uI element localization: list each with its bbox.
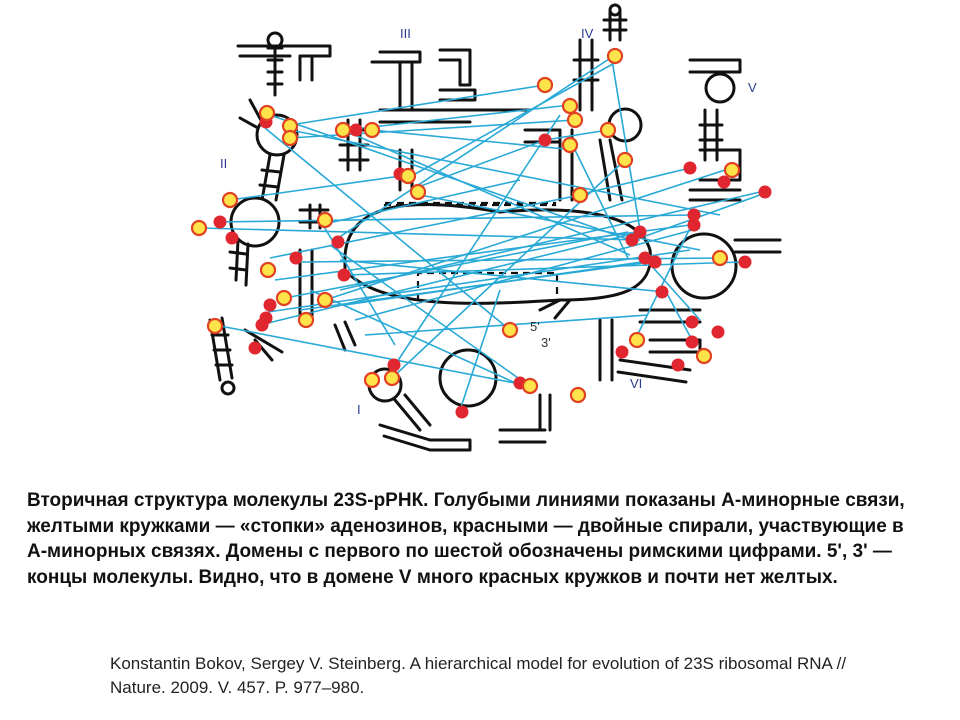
double-helix-markers: [213, 115, 772, 419]
domain-label-iii: III: [400, 26, 411, 41]
domain-label-vi: VI: [630, 376, 642, 391]
domain-ii-structure: [208, 31, 330, 396]
domain-labels: I II III IV V VI: [220, 26, 757, 417]
domain-label-iv: IV: [581, 26, 594, 41]
a-minor-links: [199, 54, 761, 411]
rna-backbone: [208, 3, 782, 452]
end-label-3-prime: 3': [541, 335, 551, 350]
domain-label-i: I: [357, 402, 361, 417]
figure-caption: Вторичная структура молекулы 23S-рРНК. Г…: [27, 490, 905, 588]
molecule-end-labels: 5' 3': [530, 319, 551, 350]
domain-label-ii: II: [220, 156, 227, 171]
end-label-5-prime: 5': [530, 319, 540, 334]
domain-label-v: V: [748, 80, 757, 95]
figure-citation: Konstantin Bokov, Sergey V. Steinberg. A…: [110, 654, 847, 697]
rna-secondary-structure-diagram: I II III IV V VI 5' 3': [190, 3, 782, 452]
adenosine-stack-markers: [190, 47, 741, 404]
